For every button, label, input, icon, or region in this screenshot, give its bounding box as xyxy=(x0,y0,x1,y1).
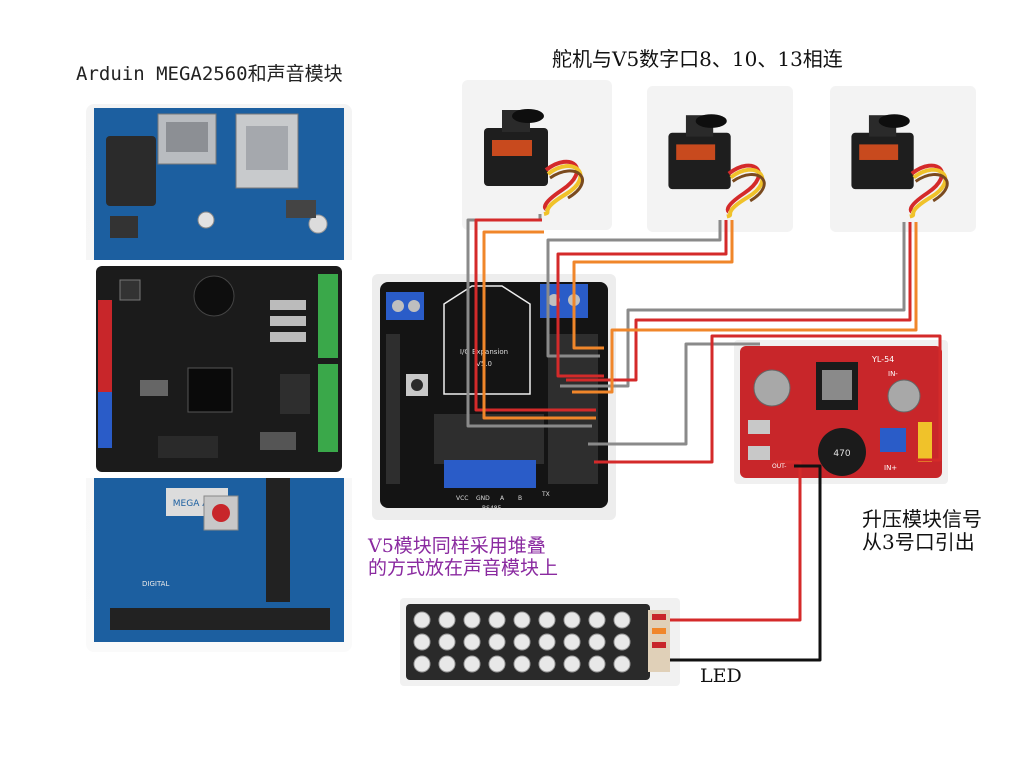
led-icon xyxy=(513,633,531,651)
digital-text: DIGITAL xyxy=(142,580,169,588)
sound-module-board xyxy=(86,260,352,478)
v5-version-text: V5.0 xyxy=(476,360,492,368)
led-array-icon xyxy=(413,611,631,673)
yellow-wire xyxy=(918,422,932,462)
servo-2-photo xyxy=(647,86,793,232)
led-icon xyxy=(588,611,606,629)
rs485-text: RS485 xyxy=(482,505,502,512)
boost-signal-note-line1: 升压模块信号 xyxy=(862,507,982,531)
led-icon xyxy=(538,611,556,629)
boost-signal-note: 升压模块信号 从3号口引出 xyxy=(862,508,1022,554)
v5-stack-note-line2: 的方式放在声音模块上 xyxy=(368,556,559,579)
resistors-icon xyxy=(648,610,670,672)
boost-signal-note-line2: 从3号口引出 xyxy=(862,530,975,554)
led-label: LED xyxy=(700,665,742,687)
v5-stack-note-line1: V5模块同样采用堆叠 xyxy=(368,535,546,557)
in-plus-text: IN+ xyxy=(884,464,897,472)
led-icon xyxy=(413,655,431,673)
digital-header-right xyxy=(266,478,290,602)
arduino-top-board xyxy=(94,108,344,260)
arduino-bottom-board: MEGA ADK DIGITAL xyxy=(94,478,344,642)
led-icon xyxy=(538,655,556,673)
potentiometer-icon xyxy=(880,428,906,452)
servo-1-photo xyxy=(462,80,612,230)
led-black-wire xyxy=(670,464,822,662)
terminal-block-right-icon xyxy=(540,284,588,318)
b-text: B xyxy=(518,495,522,502)
power-jack-icon xyxy=(106,136,156,206)
boost-module-photo: 470 YL-54 IN- IN+ OUT- xyxy=(734,340,948,484)
a-text: A xyxy=(500,495,505,502)
led-icon xyxy=(588,655,606,673)
capacitor-right-icon xyxy=(887,379,921,413)
red-header-left xyxy=(98,300,112,392)
servo-title: 舵机与V5数字口8、10、13相连 xyxy=(552,47,843,71)
blue-header-left xyxy=(98,392,112,448)
led-icon xyxy=(488,655,506,673)
led-icon xyxy=(563,655,581,673)
servo-3-photo xyxy=(830,86,976,232)
led-icon xyxy=(613,633,631,651)
arduino-title: Arduin MEGA2560和声音模块 xyxy=(76,63,343,85)
led-icon xyxy=(613,655,631,673)
led-board-photo xyxy=(400,598,680,686)
arduino-mega-sound-module-photo: MEGA ADK DIGITAL xyxy=(86,104,352,652)
led-icon xyxy=(488,611,506,629)
led-icon xyxy=(463,633,481,651)
led-icon xyxy=(513,655,531,673)
led-icon xyxy=(563,633,581,651)
led-icon xyxy=(613,611,631,629)
led-icon xyxy=(438,633,456,651)
chip-icon xyxy=(187,367,233,413)
tx-text: TX xyxy=(541,491,550,498)
led-icon xyxy=(538,633,556,651)
led-icon xyxy=(413,633,431,651)
v5-stack-note: V5模块同样采用堆叠 的方式放在声音模块上 xyxy=(368,535,628,580)
io-expansion-text: I/O Expansion xyxy=(460,348,508,356)
gnd-text: GND xyxy=(476,495,490,502)
vcc-text: VCC xyxy=(456,495,468,502)
inductor-text: 470 xyxy=(833,449,850,459)
led-icon xyxy=(513,611,531,629)
digital-header-bottom xyxy=(110,608,330,630)
green-header-right-top xyxy=(318,274,338,358)
capacitor-left-icon xyxy=(753,369,791,407)
yl54-text: YL-54 xyxy=(871,355,894,364)
led-icon xyxy=(463,611,481,629)
led-icon xyxy=(438,611,456,629)
led-icon xyxy=(588,633,606,651)
out-minus-text: OUT- xyxy=(772,463,786,470)
in-minus-text: IN- xyxy=(888,370,898,378)
led-icon xyxy=(413,611,431,629)
v5-io-expansion-photo: I/O Expansion V5.0 VCC GND A B RS485 TX xyxy=(372,274,616,520)
led-icon xyxy=(563,611,581,629)
rs485-terminal-icon xyxy=(444,460,536,488)
servo-1-icon xyxy=(484,109,584,216)
servo-3-icon xyxy=(851,114,949,219)
servo-2-icon xyxy=(668,114,766,219)
mega-adk-text: MEGA ADK xyxy=(173,499,223,509)
microphone-icon xyxy=(193,275,235,317)
green-header-right-bottom xyxy=(318,364,338,452)
led-icon xyxy=(463,655,481,673)
led-icon xyxy=(438,655,456,673)
led-icon xyxy=(488,633,506,651)
led-red-wire xyxy=(670,460,802,622)
